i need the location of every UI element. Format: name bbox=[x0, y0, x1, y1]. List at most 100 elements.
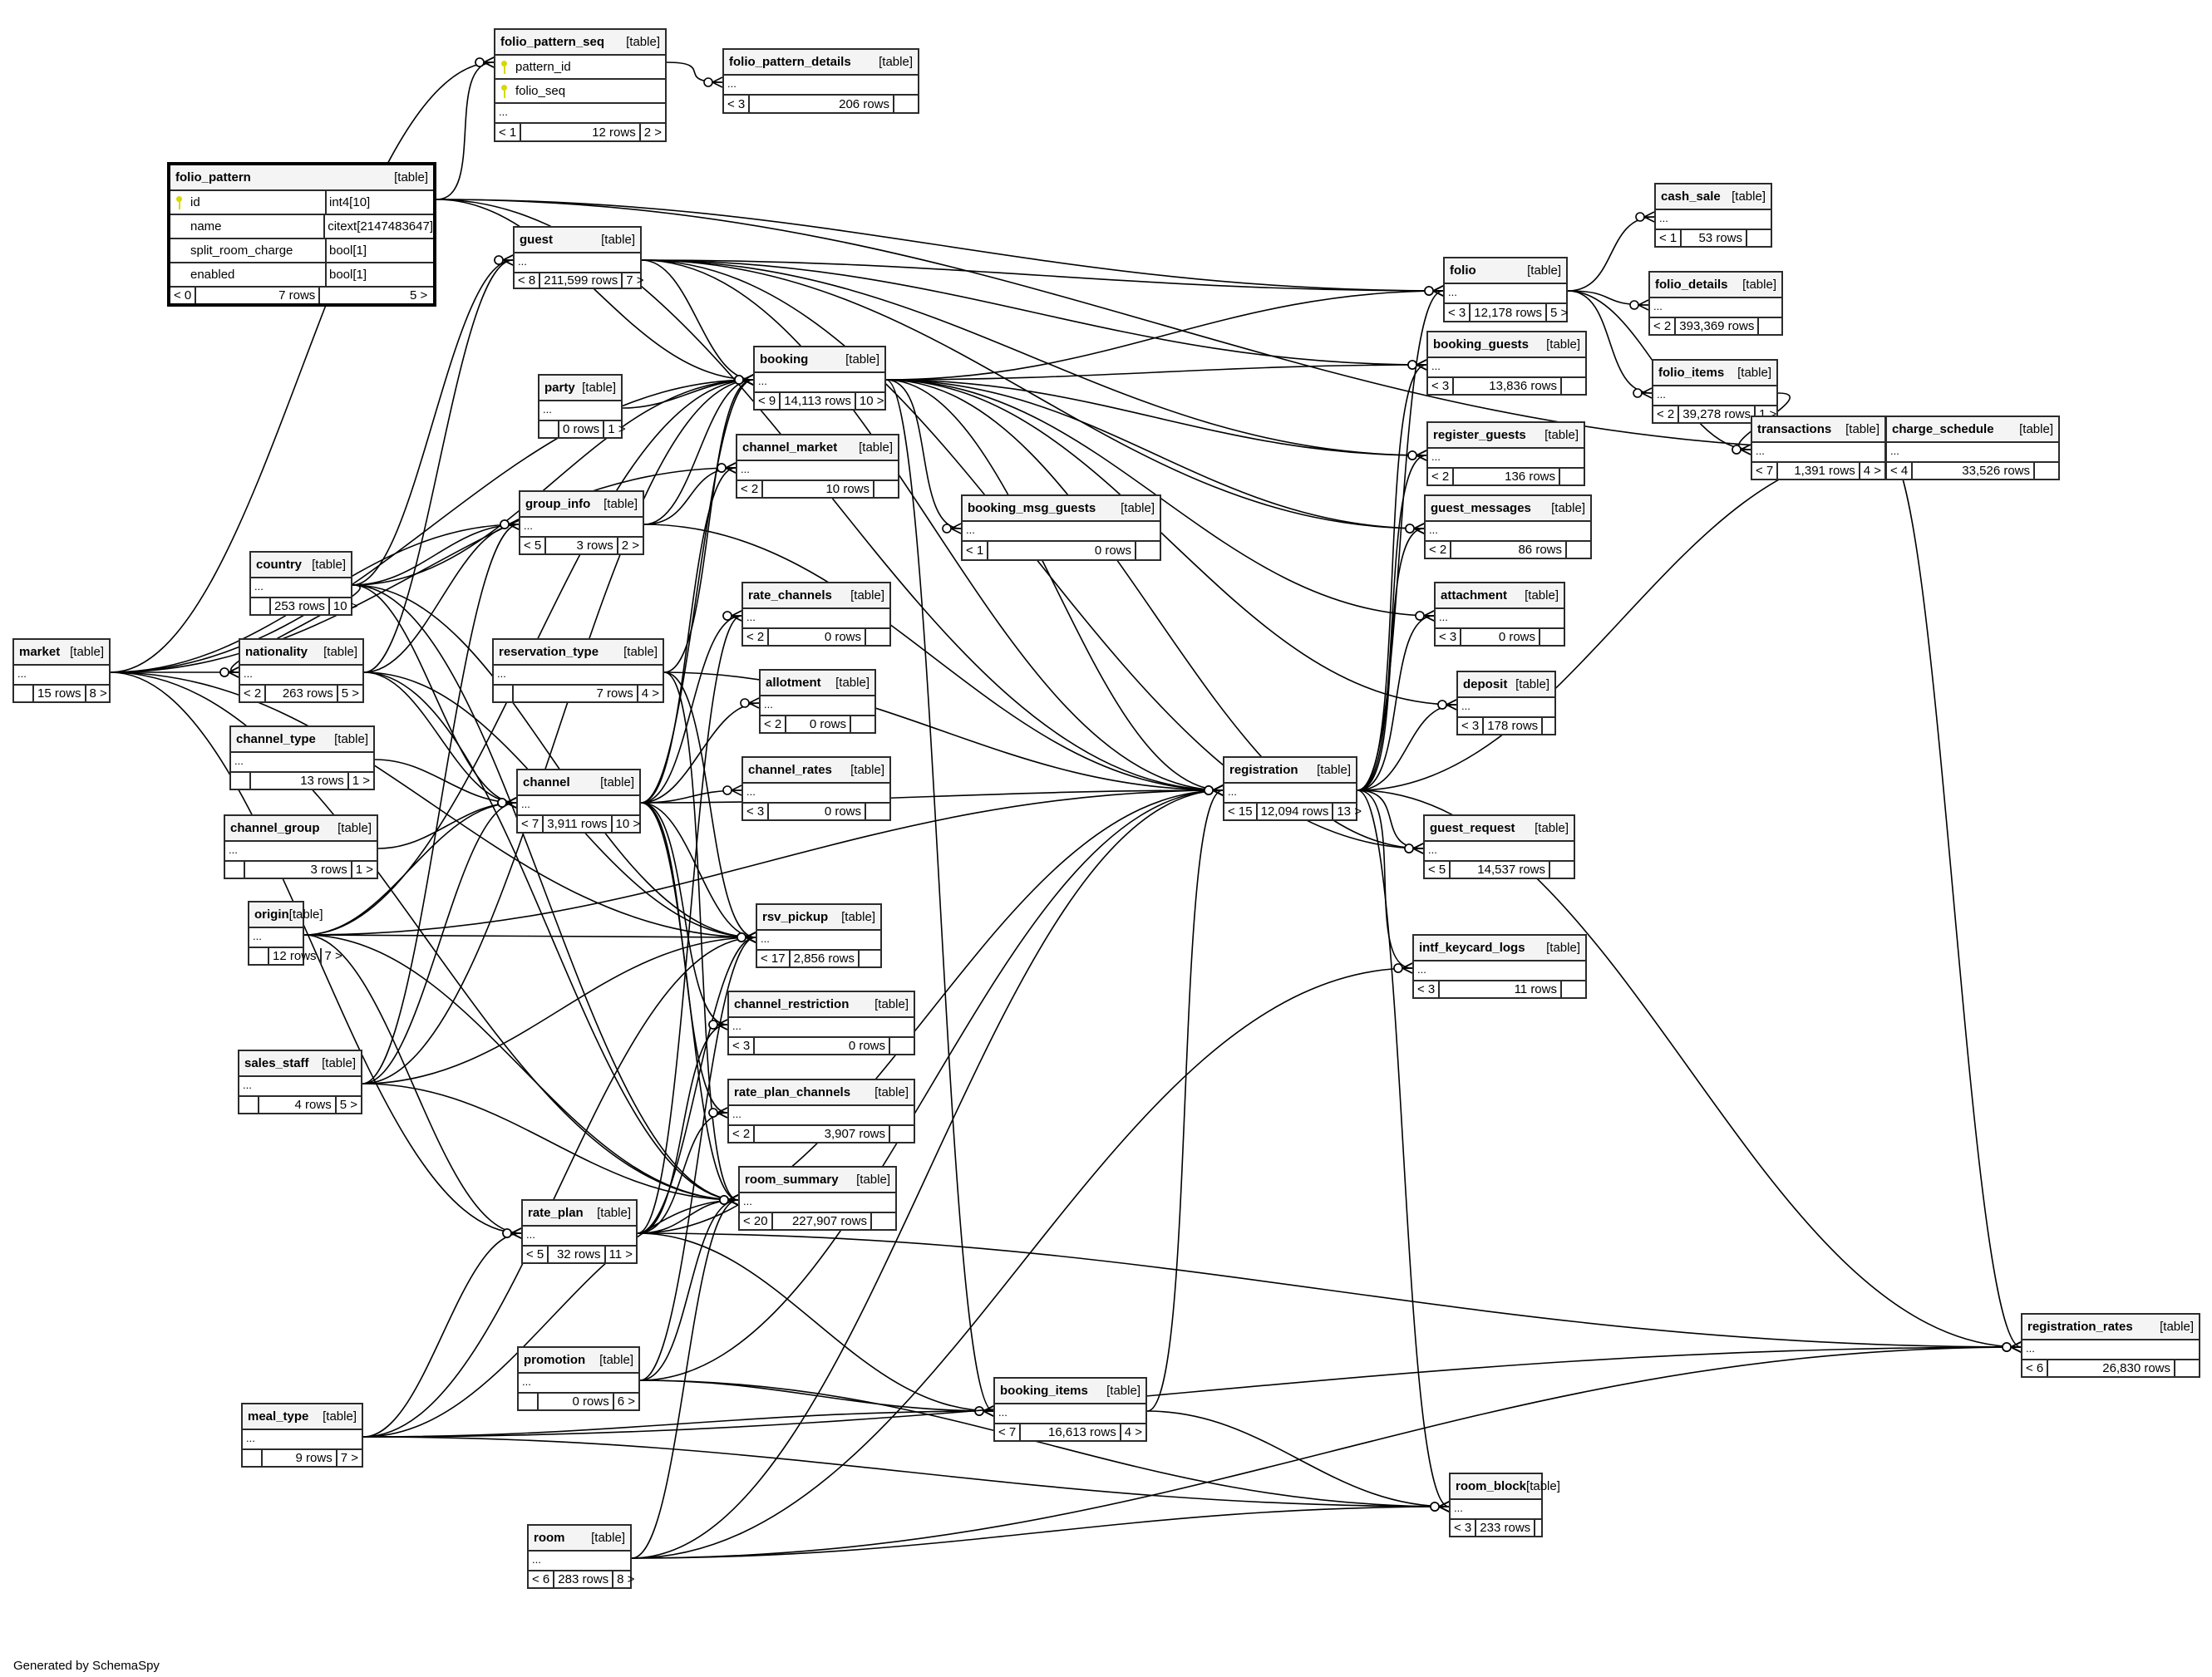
table-header[interactable]: channel_group [table] bbox=[225, 816, 377, 842]
table-name[interactable]: register_guests bbox=[1433, 428, 1526, 442]
table-node-guest-messages[interactable]: guest_messages [table]... < 2 86 rows bbox=[1424, 494, 1592, 559]
children-link[interactable]: 5 > bbox=[341, 686, 359, 701]
table-name[interactable]: folio_pattern_seq bbox=[500, 35, 605, 49]
table-node-allotment[interactable]: allotment [table]... < 2 0 rows bbox=[759, 669, 876, 734]
table-node-folio-pattern-details[interactable]: folio_pattern_details [table]... < 3 206… bbox=[722, 48, 919, 114]
table-header[interactable]: registration [table] bbox=[1224, 758, 1356, 784]
table-name[interactable]: rate_plan_channels bbox=[734, 1085, 851, 1099]
table-header[interactable]: rsv_pickup [table] bbox=[757, 905, 880, 931]
parents-link[interactable]: < 7 bbox=[1752, 463, 1779, 479]
table-name[interactable]: cash_sale bbox=[1661, 189, 1721, 204]
table-node-registration-rates[interactable]: registration_rates [table]... < 6 26,830… bbox=[2021, 1313, 2200, 1378]
children-link[interactable] bbox=[866, 804, 889, 819]
table-header[interactable]: cash_sale [table] bbox=[1656, 184, 1771, 210]
table-header[interactable]: channel [table] bbox=[518, 770, 639, 796]
parents-link[interactable]: < 1 bbox=[1656, 230, 1682, 246]
column-row[interactable]: name citext[2147483647] bbox=[170, 215, 433, 239]
children-link[interactable]: 6 > bbox=[617, 1394, 635, 1409]
table-name[interactable]: guest_request bbox=[1430, 821, 1515, 835]
table-name[interactable]: rate_channels bbox=[748, 588, 832, 602]
table-header[interactable]: country [table] bbox=[251, 553, 351, 578]
children-link[interactable] bbox=[872, 1213, 895, 1229]
parents-link[interactable]: < 2 bbox=[761, 716, 787, 732]
table-name[interactable]: room_summary bbox=[745, 1173, 839, 1187]
table-name[interactable]: sales_staff bbox=[244, 1056, 309, 1070]
table-header[interactable]: rate_plan [table] bbox=[523, 1201, 636, 1227]
table-node-charge-schedule[interactable]: charge_schedule [table]... < 4 33,526 ro… bbox=[1885, 416, 2060, 480]
table-header[interactable]: folio_pattern_seq [table] bbox=[495, 30, 665, 56]
table-node-attachment[interactable]: attachment [table]... < 3 0 rows bbox=[1434, 582, 1565, 647]
table-node-room[interactable]: room [table]... < 6 283 rows 8 > bbox=[527, 1524, 634, 1589]
table-node-folio-pattern-seq[interactable]: folio_pattern_seq [table] pattern_id fol… bbox=[494, 28, 667, 142]
table-node-group-info[interactable]: group_info [table]... < 5 3 rows 2 > bbox=[519, 490, 644, 555]
table-node-channel-restriction[interactable]: channel_restriction [table]... < 3 0 row… bbox=[727, 991, 915, 1055]
children-link[interactable] bbox=[860, 951, 883, 966]
parents-link[interactable] bbox=[494, 686, 514, 701]
table-header[interactable]: charge_schedule [table] bbox=[1887, 417, 2058, 443]
table-name[interactable]: market bbox=[19, 645, 61, 659]
children-link[interactable] bbox=[890, 1126, 914, 1142]
table-node-guest-request[interactable]: guest_request [table]... < 5 14,537 rows bbox=[1423, 814, 1575, 879]
table-node-rate-plan-channels[interactable]: rate_plan_channels [table]... < 2 3,907 … bbox=[727, 1079, 915, 1143]
parents-link[interactable]: < 2 bbox=[1650, 318, 1677, 334]
children-link[interactable]: 10 > bbox=[615, 817, 641, 831]
table-node-transactions[interactable]: transactions [table]... < 7 1,391 rows 4… bbox=[1751, 416, 1886, 480]
children-link[interactable]: 1 > bbox=[355, 863, 373, 877]
parents-link[interactable]: < 3 bbox=[1436, 629, 1462, 645]
table-node-room-block[interactable]: room_block [table]... < 3 233 rows bbox=[1449, 1473, 1560, 1537]
table-node-rsv-pickup[interactable]: rsv_pickup [table]... < 17 2,856 rows bbox=[756, 903, 882, 968]
table-header[interactable]: transactions [table] bbox=[1752, 417, 1884, 443]
parents-link[interactable]: < 1 bbox=[963, 542, 989, 559]
parents-link[interactable] bbox=[539, 421, 559, 437]
table-header[interactable]: group_info [table] bbox=[520, 492, 643, 518]
table-node-room-summary[interactable]: room_summary [table]... < 20 227,907 row… bbox=[738, 1166, 897, 1231]
table-header[interactable]: booking_msg_guests [table] bbox=[963, 496, 1160, 522]
children-link[interactable] bbox=[1562, 378, 1585, 394]
table-header[interactable]: channel_restriction [table] bbox=[729, 992, 914, 1018]
parents-link[interactable]: < 3 bbox=[743, 804, 770, 819]
children-link[interactable]: 7 > bbox=[324, 949, 342, 963]
children-link[interactable] bbox=[874, 481, 898, 497]
table-node-reservation-type[interactable]: reservation_type [table]... 7 rows 4 > bbox=[492, 638, 664, 703]
table-header[interactable]: meal_type [table] bbox=[243, 1404, 362, 1430]
parents-link[interactable]: < 0 bbox=[170, 288, 197, 303]
parents-link[interactable]: < 6 bbox=[2022, 1360, 2049, 1376]
table-header[interactable]: channel_market [table] bbox=[737, 435, 898, 461]
table-name[interactable]: allotment bbox=[766, 676, 821, 690]
parents-link[interactable]: < 5 bbox=[1425, 862, 1451, 878]
table-header[interactable]: folio_details [table] bbox=[1650, 273, 1781, 298]
children-link[interactable] bbox=[1136, 542, 1160, 559]
table-name[interactable]: channel_type bbox=[236, 732, 316, 746]
children-link[interactable] bbox=[890, 1038, 914, 1054]
table-node-guest[interactable]: guest [table]... < 8 211,599 rows 7 > bbox=[513, 226, 644, 289]
table-header[interactable]: rate_plan_channels [table] bbox=[729, 1080, 914, 1106]
children-link[interactable] bbox=[1550, 862, 1574, 878]
table-node-origin[interactable]: origin [table]... 12 rows 7 > bbox=[248, 901, 342, 966]
children-link[interactable] bbox=[1747, 230, 1771, 246]
table-name[interactable]: room_block bbox=[1456, 1479, 1527, 1493]
table-name[interactable]: channel_group bbox=[230, 821, 320, 835]
parents-link[interactable]: < 15 bbox=[1224, 804, 1258, 819]
parents-link[interactable]: < 2 bbox=[729, 1126, 756, 1142]
column-row[interactable]: folio_seq bbox=[495, 80, 665, 104]
table-node-deposit[interactable]: deposit [table]... < 3 178 rows bbox=[1456, 671, 1556, 735]
table-name[interactable]: room bbox=[534, 1531, 565, 1545]
parents-link[interactable]: < 7 bbox=[995, 1424, 1022, 1440]
table-header[interactable]: booking [table] bbox=[755, 347, 884, 373]
table-node-meal-type[interactable]: meal_type [table]... 9 rows 7 > bbox=[241, 1403, 363, 1468]
parents-link[interactable]: < 2 bbox=[240, 686, 267, 701]
table-header[interactable]: rate_channels [table] bbox=[743, 583, 889, 609]
table-name[interactable]: promotion bbox=[524, 1353, 586, 1367]
table-node-channel-type[interactable]: channel_type [table]... 13 rows 1 > bbox=[229, 725, 375, 790]
table-name[interactable]: folio_items bbox=[1658, 366, 1725, 380]
table-name[interactable]: reservation_type bbox=[499, 645, 599, 659]
table-header[interactable]: deposit [table] bbox=[1458, 672, 1554, 698]
parents-link[interactable]: < 20 bbox=[740, 1213, 773, 1229]
table-name[interactable]: folio_details bbox=[1655, 278, 1728, 292]
table-name[interactable]: country bbox=[256, 558, 303, 572]
table-node-booking-guests[interactable]: booking_guests [table]... < 3 13,836 row… bbox=[1426, 331, 1587, 396]
table-header[interactable]: guest_messages [table] bbox=[1426, 496, 1590, 522]
table-name[interactable]: folio_pattern bbox=[175, 170, 251, 184]
table-node-market[interactable]: market [table]... 15 rows 8 > bbox=[12, 638, 111, 703]
children-link[interactable]: 2 > bbox=[621, 539, 639, 553]
